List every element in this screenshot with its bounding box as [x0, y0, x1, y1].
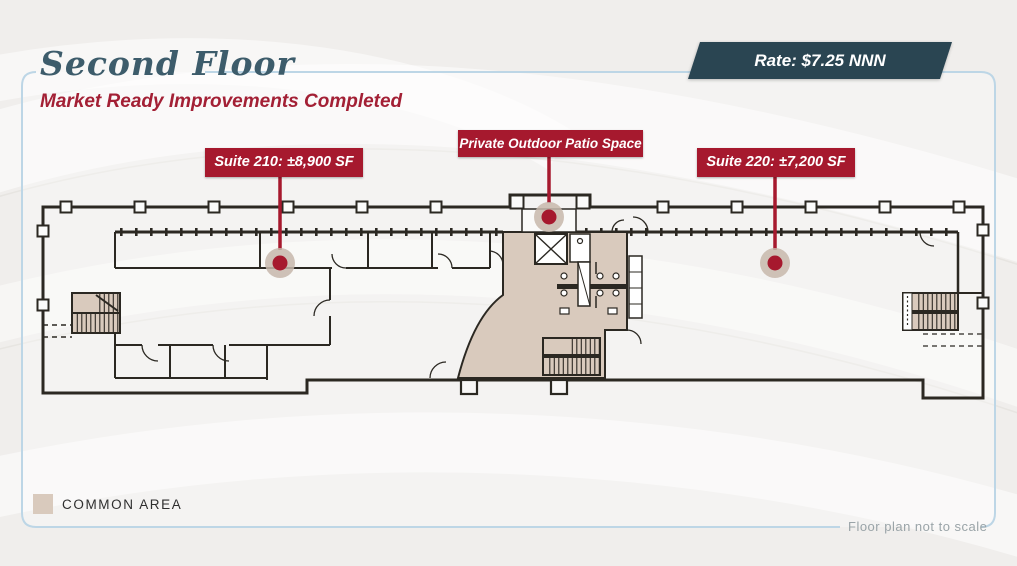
- page-title: Second Floor: [40, 44, 295, 83]
- patio-callout: Private Outdoor Patio Space: [458, 130, 643, 157]
- suite-210-marker-dot: [265, 248, 295, 278]
- leader-lines: [265, 157, 790, 278]
- right-suite-walls: [902, 231, 983, 347]
- legend: COMMON AREA: [33, 494, 182, 514]
- suite-220-callout: Suite 220: ±7,200 SF: [697, 148, 855, 177]
- patio-marker-dot: [534, 202, 564, 232]
- restrooms: [557, 261, 627, 315]
- stairwell-left: [43, 292, 121, 338]
- suite-210-callout: Suite 210: ±8,900 SF: [205, 148, 363, 177]
- column-markers: [36, 194, 990, 312]
- suite-220-marker-dot: [760, 248, 790, 278]
- page-subtitle: Market Ready Improvements Completed: [40, 91, 403, 112]
- scale-note: Floor plan not to scale: [848, 519, 988, 534]
- card-border: [21, 71, 996, 528]
- common-area-swatch: [33, 494, 53, 514]
- common-area-label: COMMON AREA: [62, 496, 183, 512]
- rate-banner: Rate: $7.25 NNN: [687, 42, 953, 79]
- elevator: [534, 233, 568, 265]
- stairwell-right: [902, 292, 959, 331]
- left-suite-walls: [114, 232, 491, 380]
- stairwell-center: [542, 337, 601, 376]
- rate-banner-label: Rate: $7.25 NNN: [754, 51, 886, 70]
- utility-closet: [628, 255, 643, 319]
- common-area-core: [429, 208, 649, 379]
